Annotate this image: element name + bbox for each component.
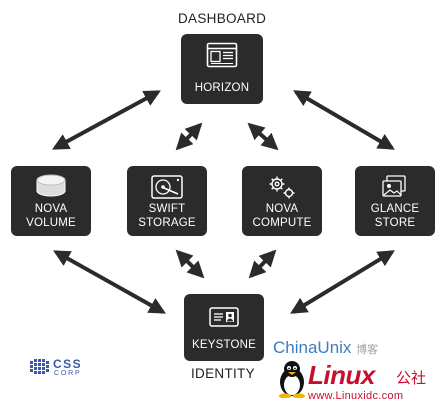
horizon-label: HORIZON [194,82,250,94]
nova-compute-node[interactable]: NOVA COMPUTE [242,166,322,236]
watermark: ChinaUnix 博客 Linux 公社 www.Linuxidc.com [270,338,446,405]
gears-icon [242,174,322,204]
arrow-swift-keystone [175,249,205,279]
watermark-chinaunix: ChinaUnix 博客 [273,338,378,358]
swift-storage-label-1: SWIFT [148,203,186,215]
css-corp-text-top: CSS [53,357,83,371]
watermark-linux: Linux [308,360,375,391]
hard-drive-icon [127,174,207,204]
arrow-horizon-glance [293,90,395,150]
watermark-chinaunix-suffix: 博客 [356,344,379,356]
swift-storage-node[interactable]: SWIFT STORAGE [127,166,207,236]
glance-store-label-2: STORE [374,217,416,229]
watermark-chinaunix-text: ChinaUnix [273,338,352,357]
tux-penguin-icon [279,361,305,398]
swift-storage-label-2: STORAGE [138,217,196,229]
glance-store-label-1: GLANCE [370,203,420,215]
watermark-url: www.Linuxidc.com [308,390,404,402]
nova-volume-label-1: NOVA [34,203,68,215]
id-card-icon [184,306,264,336]
nova-compute-label-2: COMPUTE [252,217,312,229]
arrow-volume-keystone [53,250,166,314]
arrow-horizon-nova-volume [52,90,161,150]
keystone-node[interactable]: KEYSTONE [184,294,264,361]
watermark-linux-text: Linux [308,360,375,390]
identity-caption: IDENTITY [191,366,255,381]
arrow-glance-keystone [290,250,395,314]
css-corp-grid-icon [30,359,49,374]
dashboard-window-icon [181,42,263,72]
nova-volume-node[interactable]: NOVA VOLUME [11,166,91,236]
dashboard-caption: DASHBOARD [178,11,267,26]
nova-volume-label-2: VOLUME [26,217,76,229]
arrow-compute-keystone [248,249,277,279]
arrow-horizon-compute [247,122,279,151]
keystone-label: KEYSTONE [191,339,257,351]
css-corp-text-bottom: CORP [54,370,82,377]
horizon-node[interactable]: HORIZON [181,34,263,104]
disk-cylinder-icon [11,174,91,204]
css-corp-logo: CSS CORP [30,357,100,381]
nova-compute-label-1: NOVA [265,203,299,215]
arrow-horizon-swift [175,122,203,151]
images-icon [355,174,435,204]
watermark-linux-suffix: 公社 [396,370,427,387]
glance-store-node[interactable]: GLANCE STORE [355,166,435,236]
